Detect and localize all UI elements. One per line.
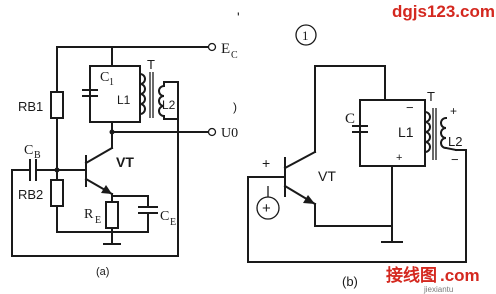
label-l2-a: L2 <box>162 98 176 112</box>
label-number: 1 <box>302 28 309 43</box>
vt-a-collector <box>84 146 114 165</box>
plus-l2: + <box>450 104 457 118</box>
u0-terminal <box>207 127 217 137</box>
label-l1: L1 <box>117 93 131 107</box>
ec-terminal <box>207 42 217 52</box>
label-ce-sub: E <box>170 217 176 228</box>
b-l2-stub <box>444 146 458 152</box>
label-c1-sub: 1 <box>109 77 114 88</box>
vt-b-collector <box>283 150 317 170</box>
label-rb1: RB1 <box>18 99 43 114</box>
watermark-top: dgjs123.com <box>392 2 495 21</box>
label-rb2: RB2 <box>18 187 43 202</box>
b-l1-coil <box>423 110 431 154</box>
watermark-bottom-com: .com <box>440 266 480 285</box>
label-re: R <box>84 207 94 222</box>
label-ec: E <box>221 41 230 57</box>
label-u0: U0 <box>221 126 238 141</box>
label-l2-b: L2 <box>448 134 462 149</box>
vt-a-emitter-arrow <box>101 185 112 194</box>
plus-source: + <box>262 200 271 217</box>
label-vt-a: VT <box>116 154 134 170</box>
circuit-b: 1 C L1 − + T L2 + − VT <box>247 24 467 289</box>
label-c-b: C <box>345 111 355 127</box>
number-circle <box>295 24 317 46</box>
re-resistor <box>105 201 119 229</box>
b-l2-coil <box>440 116 448 150</box>
label-cb-sub: B <box>34 150 41 161</box>
watermark-bottom-cn: 接线图 <box>386 265 437 285</box>
vt-b-emitter-arrow <box>303 195 315 204</box>
label-t-b: T <box>427 89 435 104</box>
l1-coil <box>138 72 146 116</box>
l2-coil <box>158 84 166 118</box>
label-cb: C <box>24 143 33 158</box>
stray-mark-1: ' <box>237 9 240 25</box>
circuit-a: E C RB1 RB2 C B VT <box>11 41 238 278</box>
caption-a: (a) <box>96 266 109 278</box>
caption-b: (b) <box>342 274 358 289</box>
label-t-a: T <box>147 57 155 72</box>
rb1-resistor <box>50 91 64 119</box>
plus-base: + <box>262 155 270 171</box>
label-l1-b: L1 <box>398 124 414 140</box>
minus-tank: − <box>406 100 414 115</box>
rb2-resistor <box>50 179 64 207</box>
label-ec-sub: C <box>231 50 238 61</box>
tank-box <box>89 65 141 123</box>
label-re-sub: E <box>95 215 101 226</box>
label-ce: C <box>160 209 169 224</box>
stray-mark-2: ) <box>233 100 237 114</box>
label-c1: C <box>100 70 109 85</box>
label-vt-b: VT <box>318 168 336 184</box>
plus-tank: + <box>396 152 402 164</box>
b-tank-box <box>359 99 426 167</box>
l2-loop <box>163 81 179 120</box>
minus-l2: − <box>451 152 459 167</box>
watermark-bottom-small: jiexiantu <box>423 285 453 294</box>
